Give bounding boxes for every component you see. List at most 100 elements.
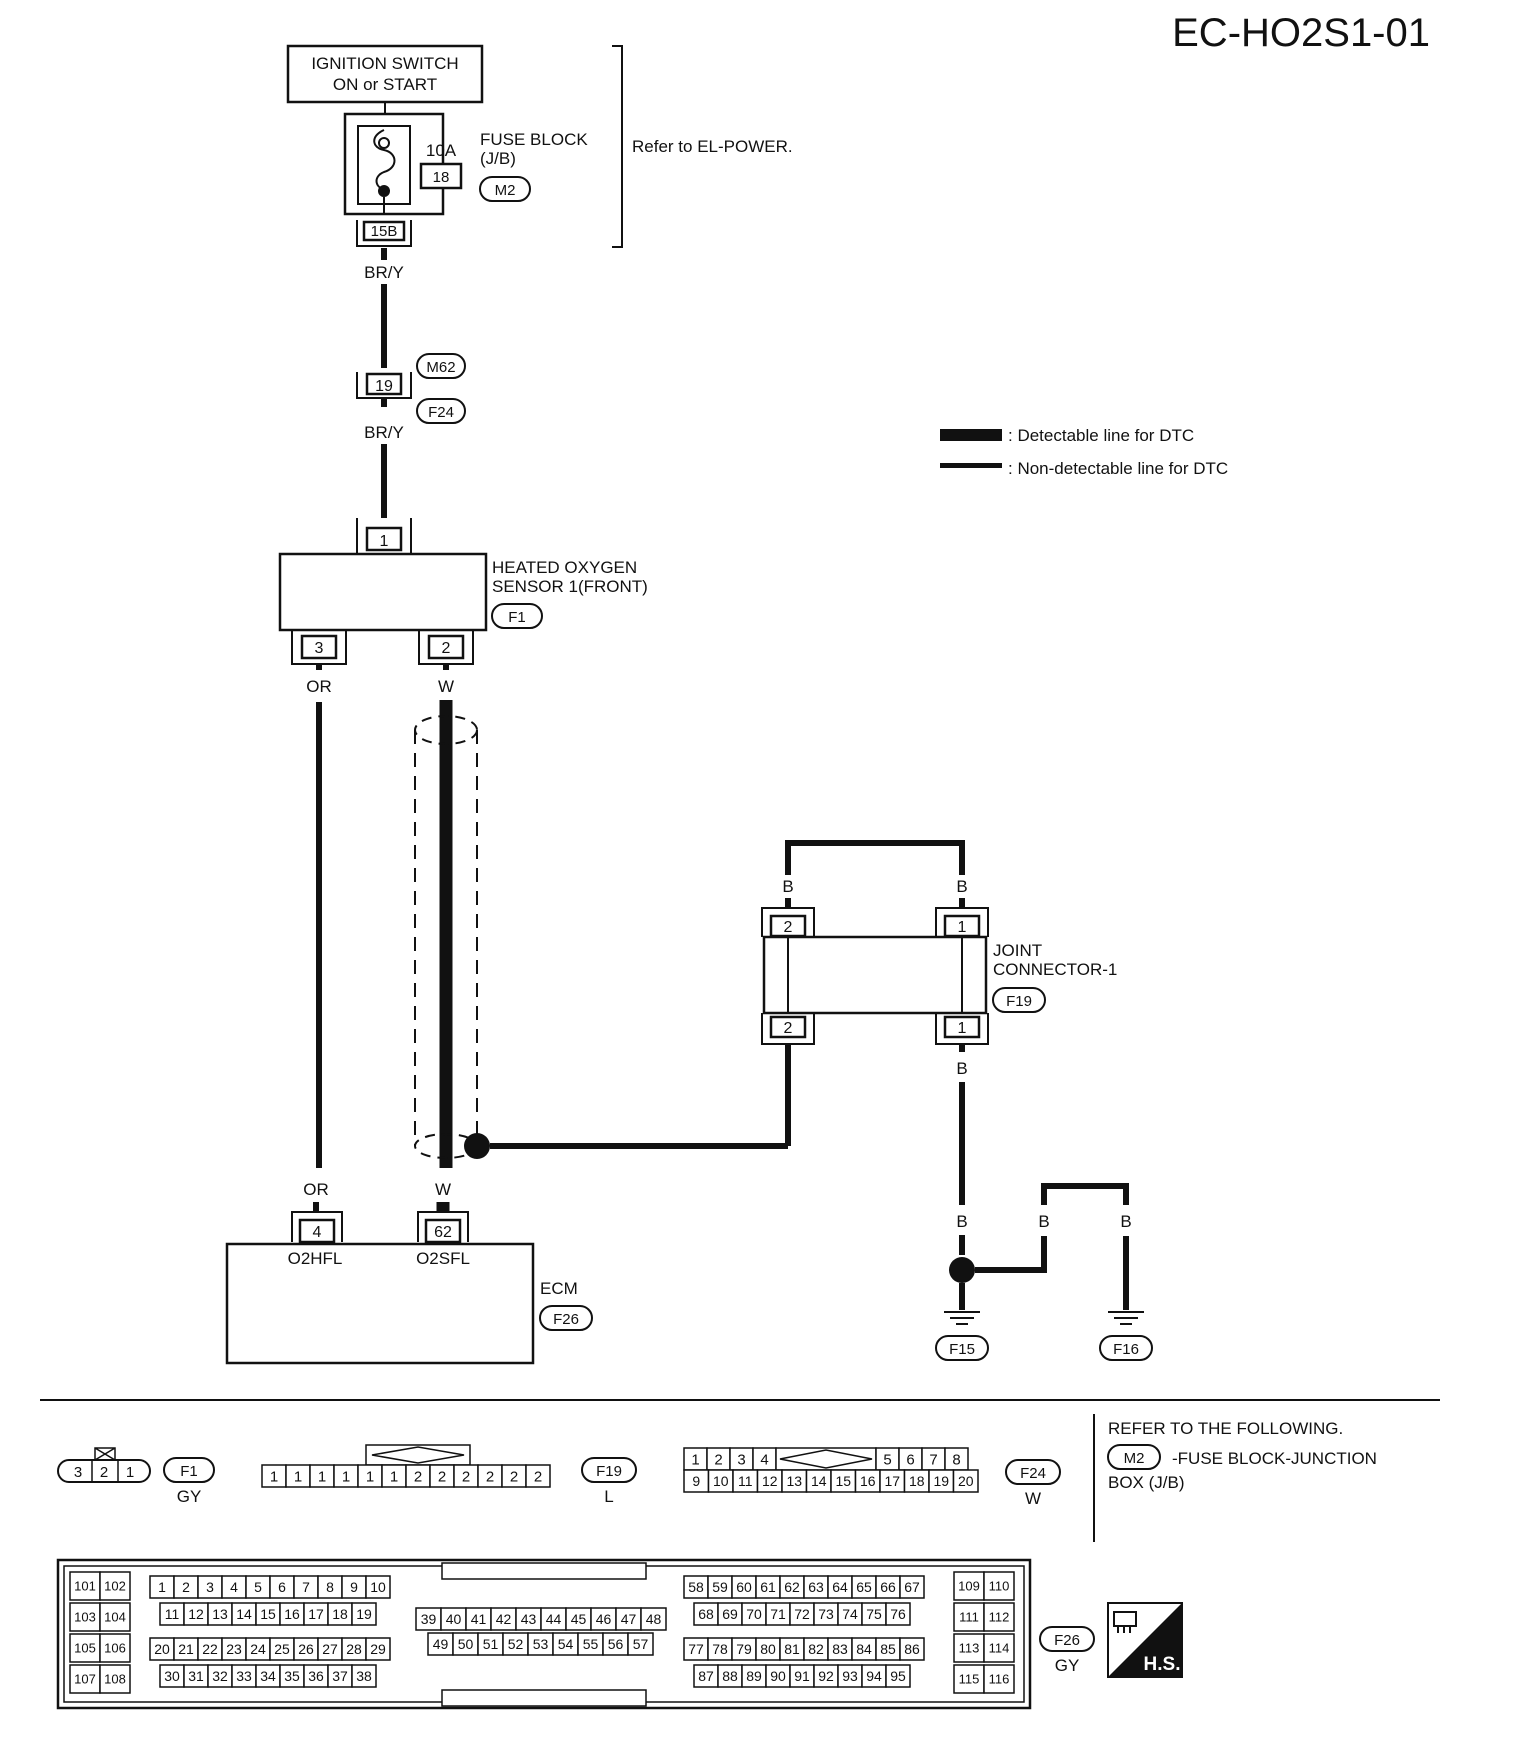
- connector-pin: [953, 1664, 985, 1694]
- fuse-terminal-top: [378, 137, 390, 149]
- connector-pin-label: 15: [835, 1473, 851, 1489]
- connector-pin-label: 13: [212, 1606, 228, 1622]
- connector-pin-label: 14: [236, 1606, 252, 1622]
- connector-pin-label: 56: [608, 1636, 624, 1652]
- refer-bracket: [612, 45, 623, 248]
- connector-pin-label: 2: [462, 1468, 470, 1485]
- connector-pin-label: 78: [712, 1641, 728, 1657]
- connector-pin-label: 9: [350, 1579, 358, 1595]
- wire-color-b-1: B: [782, 877, 793, 896]
- connector-pin-label: 77: [688, 1641, 704, 1657]
- connector-pin: [885, 1664, 911, 1688]
- connector-pin-label: 5: [254, 1579, 262, 1595]
- connector-pin-label: 79: [736, 1641, 752, 1657]
- connector-pin: [983, 1571, 1015, 1601]
- connector-pin: [885, 1602, 911, 1626]
- connector-pin-label: 2: [438, 1468, 446, 1485]
- connector-pin-label: 10: [713, 1473, 729, 1489]
- connector-pin-label: 26: [298, 1641, 314, 1657]
- connector-pin-label: 69: [722, 1606, 738, 1622]
- connector-pin: [953, 1602, 985, 1632]
- connector-pin-label: 35: [284, 1668, 300, 1684]
- connector-pin-label: 81: [784, 1641, 800, 1657]
- connector-pin-label: 18: [909, 1473, 925, 1489]
- refer-conn-badge: [1107, 1444, 1161, 1470]
- connector-pin: [983, 1664, 1015, 1694]
- connector-pin-label: 59: [712, 1579, 728, 1595]
- connector-pin-label: 2: [534, 1468, 542, 1485]
- ecm-label-o2sfl: O2SFL: [416, 1249, 470, 1268]
- ground-f16: F16: [1113, 1341, 1139, 1358]
- connector-pin-label: 5: [883, 1451, 891, 1468]
- connector-pin-label: 12: [188, 1606, 204, 1622]
- wire-b-bridge: [1041, 1183, 1129, 1205]
- fuse-terminal-bottom: [378, 185, 390, 197]
- connector-pin: [627, 1632, 654, 1656]
- connector-pin: [99, 1571, 131, 1601]
- connector-pin-label: 39: [421, 1611, 437, 1627]
- connector-pin-label: 1: [294, 1468, 302, 1485]
- connector-pin-label: 112: [989, 1610, 1010, 1625]
- connector-pin-label: 44: [546, 1611, 562, 1627]
- view-f19-badge: [581, 1457, 637, 1483]
- ecm-box: [225, 1242, 535, 1365]
- connector-pin-label: 2: [100, 1464, 108, 1481]
- wire-b-splice: [975, 1236, 1047, 1273]
- ground-splice: [949, 1257, 975, 1283]
- view-f19-conn: F19: [596, 1463, 622, 1480]
- connector-pin-label: 63: [808, 1579, 824, 1595]
- connector-pin-label: 2: [414, 1468, 422, 1485]
- connector-pin-label: 1: [318, 1468, 326, 1485]
- connector-pin-label: 4: [760, 1451, 768, 1468]
- junction-conn-b: F24: [428, 404, 454, 421]
- connector-pin-label: 92: [818, 1668, 834, 1684]
- fuse-block-jb: (J/B): [480, 149, 516, 168]
- refer-line-3: BOX (J/B): [1108, 1473, 1185, 1492]
- ignition-label-1: IGNITION SWITCH: [311, 54, 458, 73]
- joint-pin-2-bottom: 2: [784, 1020, 793, 1037]
- view-f24-conn: F24: [1020, 1465, 1046, 1482]
- joint-connector-box: [762, 935, 988, 1015]
- fuse-pin: 15B: [371, 223, 398, 240]
- connector-pin-label: 53: [533, 1636, 549, 1652]
- view-f26-badge: [1039, 1626, 1095, 1652]
- connector-pin-label: 110: [989, 1579, 1010, 1594]
- connector-pin-label: 2: [486, 1468, 494, 1485]
- view-f26-conn: F26: [1054, 1632, 1080, 1649]
- connector-pin-label: 12: [762, 1473, 778, 1489]
- wire-color-bry-1: BR/Y: [364, 263, 404, 282]
- connector-pin: [983, 1633, 1015, 1663]
- connector-pin-label: 32: [212, 1668, 228, 1684]
- connector-pin: [69, 1664, 101, 1694]
- legend-detectable-swatch: [940, 429, 1002, 441]
- connector-pin-label: 85: [880, 1641, 896, 1657]
- connector-pin-label: 23: [226, 1641, 242, 1657]
- connector-pin-label: 66: [880, 1579, 896, 1595]
- refer-conn: M2: [1124, 1450, 1145, 1467]
- connector-pin-label: 19: [933, 1473, 949, 1489]
- connector-pin-label: 1: [366, 1468, 374, 1485]
- connector-pin: [351, 1664, 377, 1688]
- sensor-conn: F1: [508, 609, 526, 626]
- connector-pin: [983, 1602, 1015, 1632]
- connector-pin-label: 60: [736, 1579, 752, 1595]
- connector-pin-label: 3: [206, 1579, 214, 1595]
- joint-name-1: JOINT: [993, 941, 1042, 960]
- connector-pin-label: 90: [770, 1668, 786, 1684]
- connector-pin-label: 82: [808, 1641, 824, 1657]
- connector-pin-label: 6: [906, 1451, 914, 1468]
- connector-pin-label: 61: [760, 1579, 776, 1595]
- connector-pin-label: 75: [866, 1606, 882, 1622]
- connector-pin-label: 20: [154, 1641, 170, 1657]
- connector-pin-label: 54: [558, 1636, 574, 1652]
- wire-color-w-top: W: [438, 677, 454, 696]
- connector-pin-label: 105: [74, 1641, 96, 1656]
- sensor-pin-1: 1: [380, 533, 389, 550]
- junction-conn-a-badge: [416, 353, 466, 379]
- connector-pin-label: 11: [738, 1473, 753, 1489]
- connector-pin-label: 29: [370, 1641, 386, 1657]
- wire-color-or-top: OR: [306, 677, 332, 696]
